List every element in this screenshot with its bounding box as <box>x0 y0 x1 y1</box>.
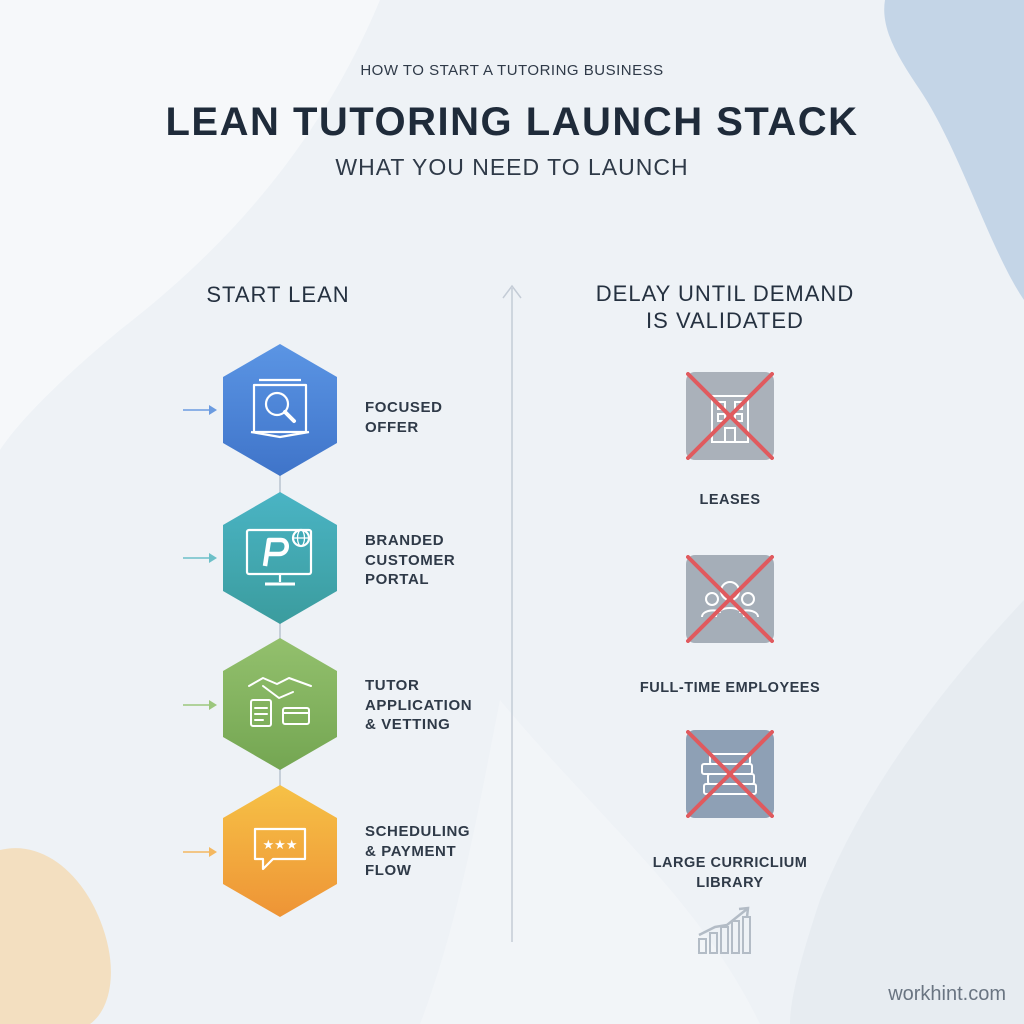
step-tutor-vetting <box>221 636 339 772</box>
brand-footer: workhint.com <box>888 983 1006 1005</box>
delay-item-leases <box>686 372 774 460</box>
hex-badge: ★★★ <box>223 785 337 917</box>
svg-text:★★★: ★★★ <box>263 838 298 853</box>
hex-badge <box>223 492 337 624</box>
team-tile <box>686 555 774 643</box>
hex-badge <box>223 638 337 770</box>
step-label: TUTOR APPLICATION & VETTING <box>365 677 473 733</box>
page-title: LEAN TUTORING LAUNCH STACK <box>165 100 859 144</box>
rating-chat-icon: ★★★ <box>253 827 307 871</box>
delay-item-employees <box>686 555 774 643</box>
center-divider <box>502 284 522 942</box>
step-scheduling-payment: ★★★ <box>221 783 339 919</box>
step-focused-offer <box>221 342 339 478</box>
step-customer-portal <box>221 490 339 626</box>
delay-label: LEASES <box>699 492 761 508</box>
step-label: SCHEDULING & PAYMENT FLOW <box>365 823 471 879</box>
book-search-icon <box>250 378 310 439</box>
cross-out-icon <box>686 555 774 643</box>
books-tile <box>686 730 774 818</box>
left-column-heading: START LEAN <box>206 282 350 307</box>
delay-label: FULL-TIME EMPLOYEES <box>639 680 821 696</box>
delay-item-curriculum <box>686 730 774 818</box>
monitor-web-icon <box>245 528 313 586</box>
right-column-heading: DELAY UNTIL DEMAND IS VALIDATED <box>580 280 870 334</box>
step-label: BRANDED CUSTOMER PORTAL <box>365 532 456 588</box>
building-tile <box>686 372 774 460</box>
page-subtitle: WHAT YOU NEED TO LAUNCH <box>335 154 689 180</box>
page-kicker: HOW TO START A TUTORING BUSINESS <box>360 62 664 79</box>
delay-label: LARGE CURRICLIUM LIBRARY <box>652 855 808 891</box>
cross-out-icon <box>686 372 774 460</box>
book-stack-icon <box>701 753 757 795</box>
step-label: FOCUSED OFFER <box>365 399 443 436</box>
handshake-icon <box>248 677 312 727</box>
hex-badge <box>223 344 337 476</box>
right-heading-text: DELAY UNTIL DEMAND IS VALIDATED <box>595 281 855 333</box>
cross-out-icon <box>686 730 774 818</box>
growth-chart-icon <box>698 906 751 954</box>
